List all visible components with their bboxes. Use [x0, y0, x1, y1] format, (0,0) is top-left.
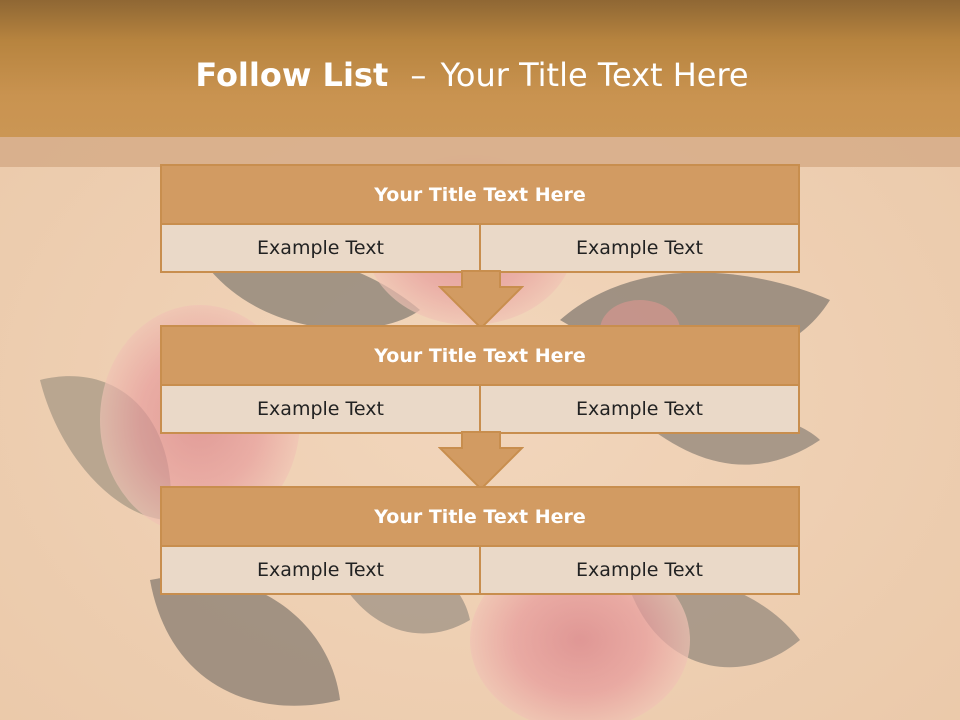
- title-bar: [0, 0, 960, 137]
- list-block-3: Your Title Text Here Example Text Exampl…: [160, 486, 800, 595]
- slide-title: Follow List – Your Title Text Here: [0, 56, 944, 94]
- block-title: Your Title Text Here: [162, 166, 798, 225]
- block-cell-left: Example Text: [257, 559, 384, 581]
- block-cell-right: Example Text: [479, 547, 798, 593]
- down-arrow-icon: [438, 270, 524, 330]
- block-row: Example Text Example Text: [162, 386, 798, 432]
- list-block-2: Your Title Text Here Example Text Exampl…: [160, 325, 800, 434]
- block-cell-right: Example Text: [479, 225, 798, 271]
- block-cell-left: Example Text: [257, 237, 384, 259]
- slide-title-text: Your Title Text Here: [440, 56, 749, 94]
- slide-title-bold: Follow List: [195, 56, 389, 94]
- title-bar-shadow-band: [0, 137, 960, 167]
- list-block-1: Your Title Text Here Example Text Exampl…: [160, 164, 800, 273]
- block-row: Example Text Example Text: [162, 225, 798, 271]
- down-arrow-icon: [438, 431, 524, 491]
- block-title: Your Title Text Here: [162, 327, 798, 386]
- block-row: Example Text Example Text: [162, 547, 798, 593]
- slide-title-separator: –: [410, 56, 427, 94]
- block-cell-right: Example Text: [479, 386, 798, 432]
- block-cell-left: Example Text: [257, 398, 384, 420]
- block-title: Your Title Text Here: [162, 488, 798, 547]
